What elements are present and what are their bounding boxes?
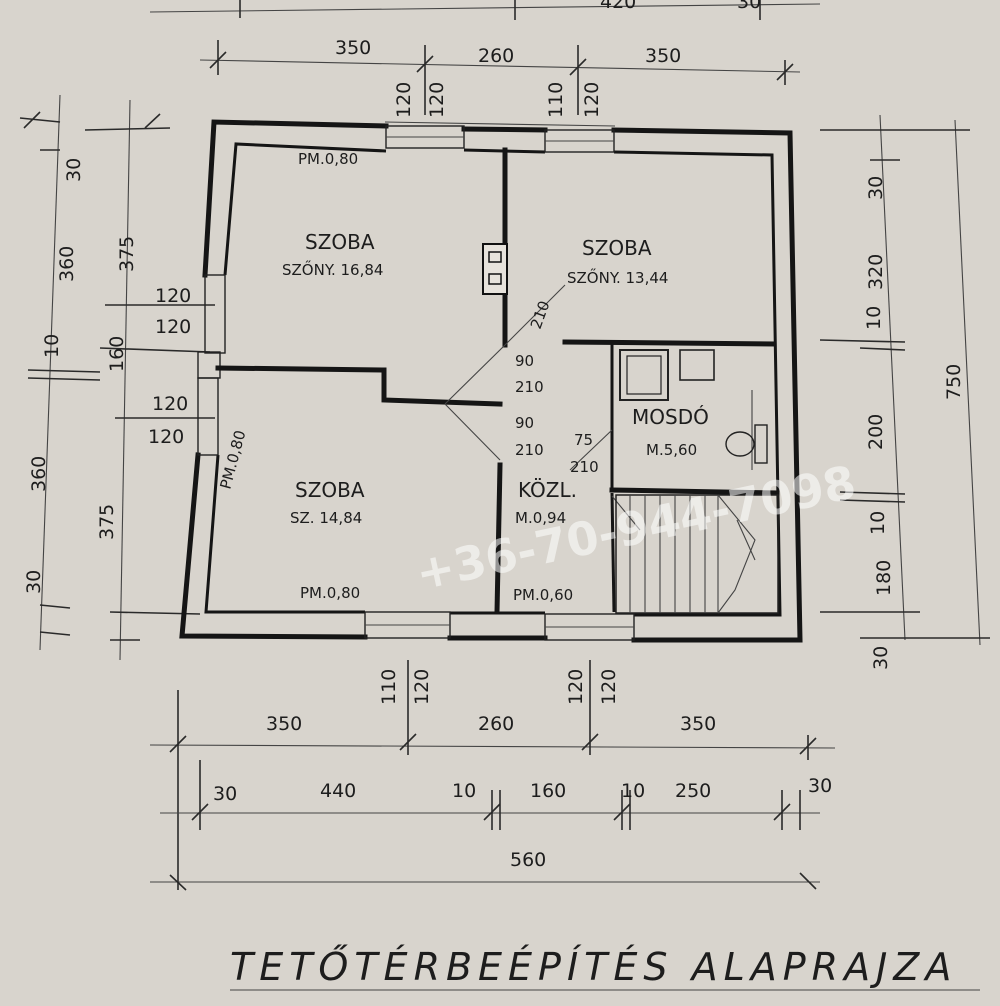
bath-name: MOSDÓ	[632, 405, 709, 429]
door-label-6: 75	[574, 431, 593, 449]
door-label-3: 210	[515, 378, 544, 396]
top-dimension-labels: 350 260 350 420 30 120 120 110 120	[335, 0, 761, 118]
hall-area: M.0,94	[515, 509, 566, 527]
windows	[197, 125, 635, 641]
dim-left-window-1: 120	[155, 285, 191, 307]
room-bottom-left-floor: PM.0,80	[300, 584, 360, 602]
dim-right-200: 200	[865, 414, 887, 450]
door-label-4: 90	[515, 414, 534, 432]
staircase	[615, 494, 779, 614]
chimney	[482, 243, 508, 295]
dim-right-320: 320	[865, 254, 887, 290]
bath-area: M.5,60	[646, 441, 697, 459]
room-top-right-name: SZOBA	[582, 236, 652, 260]
room-bottom-left-area: SZ. 14,84	[290, 509, 362, 527]
dim-left-160: 160	[106, 336, 128, 372]
dim-left-30-b: 30	[23, 570, 45, 594]
dim-bottom-30-b: 30	[808, 775, 832, 797]
right-dimension-labels: 30 320 10 200 10 180 30 750	[863, 176, 965, 670]
dim-bottom-160: 160	[530, 780, 566, 802]
left-dimension-lines	[19, 94, 215, 661]
dim-left-window-3: 120	[152, 393, 188, 415]
dim-top-window-3: 110	[545, 82, 567, 118]
dim-right-30-a: 30	[865, 176, 887, 200]
dim-bottom-260: 260	[478, 713, 514, 735]
dim-bottom-10-b: 10	[621, 780, 645, 802]
dim-bottom-350-a: 350	[266, 713, 302, 735]
dim-bottom-30-a: 30	[213, 783, 237, 805]
left-dimension-labels: 30 360 10 360 30 375 160 375 120 120 120…	[23, 158, 191, 594]
dim-bottom-window-2: 120	[411, 669, 433, 705]
top-dimension-lines	[149, 0, 821, 127]
dim-left-360-b: 360	[28, 456, 50, 492]
room-top-left-name: SZOBA	[305, 230, 375, 254]
right-dimension-lines	[819, 114, 990, 646]
room-top-left-floor: PM.0,80	[298, 150, 358, 168]
dim-bottom-total-560: 560	[510, 849, 546, 871]
dim-right-total-750: 750	[943, 364, 965, 400]
dim-left-window-4: 120	[148, 426, 184, 448]
door-label-2: 90	[515, 352, 534, 370]
dim-left-10: 10	[41, 334, 63, 358]
dim-bottom-window-4: 120	[598, 669, 620, 705]
dim-bottom-350-b: 350	[680, 713, 716, 735]
room-top-right-area: SZŐNY. 13,44	[567, 267, 668, 287]
door-label-5: 210	[515, 441, 544, 459]
bottom-dimension-lines	[149, 660, 836, 891]
dim-top-window-2: 120	[426, 82, 448, 118]
dim-bottom-10-a: 10	[452, 780, 476, 802]
room-bottom-left-name: SZOBA	[295, 478, 365, 502]
dim-top-cut-30: 30	[737, 0, 761, 13]
bottom-dimension-labels: 110 120 120 120 350 260 350 30 440 10 16…	[213, 669, 832, 871]
hall-name: KÖZL.	[518, 478, 577, 502]
dim-left-30-a: 30	[63, 158, 85, 182]
hall-floor: PM.0,60	[513, 586, 573, 604]
dim-top-window-4: 120	[581, 82, 603, 118]
dim-top-cut-420: 420	[600, 0, 636, 13]
door-labels: 210 90 210 90 210 75 210	[515, 298, 599, 476]
dim-right-30-b: 30	[870, 646, 892, 670]
dim-left-375-a: 375	[116, 236, 138, 272]
dim-bottom-window-1: 110	[378, 669, 400, 705]
dim-top-350-a: 350	[335, 37, 371, 59]
dim-left-window-2: 120	[155, 316, 191, 338]
bathroom-fixtures	[619, 349, 768, 470]
dim-right-10-a: 10	[863, 306, 885, 330]
dim-bottom-440: 440	[320, 780, 356, 802]
door-label-7: 210	[570, 458, 599, 476]
room-top-left-area: SZŐNY. 16,84	[282, 259, 383, 279]
drawing-title: TETŐTÉRBEÉPÍTÉS ALAPRAJZA	[230, 945, 957, 989]
dim-top-window-1: 120	[393, 82, 415, 118]
dim-top-260: 260	[478, 45, 514, 67]
dim-bottom-window-3: 120	[565, 669, 587, 705]
dim-right-180: 180	[873, 560, 895, 596]
dim-left-360-a: 360	[56, 246, 78, 282]
dim-bottom-250: 250	[675, 780, 711, 802]
dim-right-10-b: 10	[867, 511, 889, 535]
dim-top-350-b: 350	[645, 45, 681, 67]
dim-left-375-b: 375	[96, 504, 118, 540]
